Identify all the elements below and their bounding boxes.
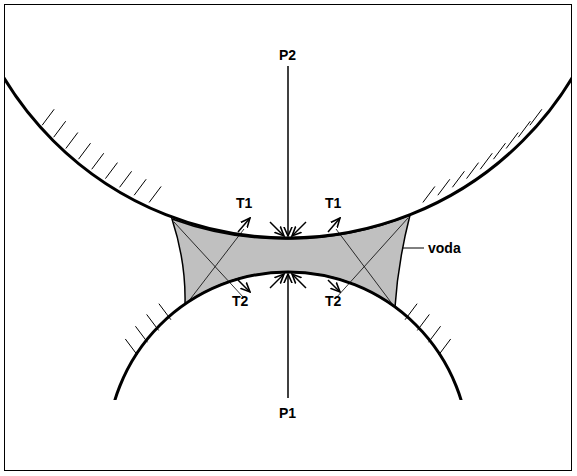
leader-line	[402, 248, 424, 249]
lower-grain	[107, 272, 469, 400]
water-label: voda	[428, 241, 461, 255]
tension-label: T2	[325, 294, 341, 308]
tension-label: T1	[236, 196, 252, 210]
tension-label: T2	[232, 294, 248, 308]
force-arrows	[238, 66, 340, 398]
force-label: P1	[279, 406, 296, 420]
force-label: P2	[279, 48, 296, 62]
upper-grain	[5, 5, 572, 238]
tension-label: T1	[325, 196, 341, 210]
hatching	[42, 109, 542, 355]
